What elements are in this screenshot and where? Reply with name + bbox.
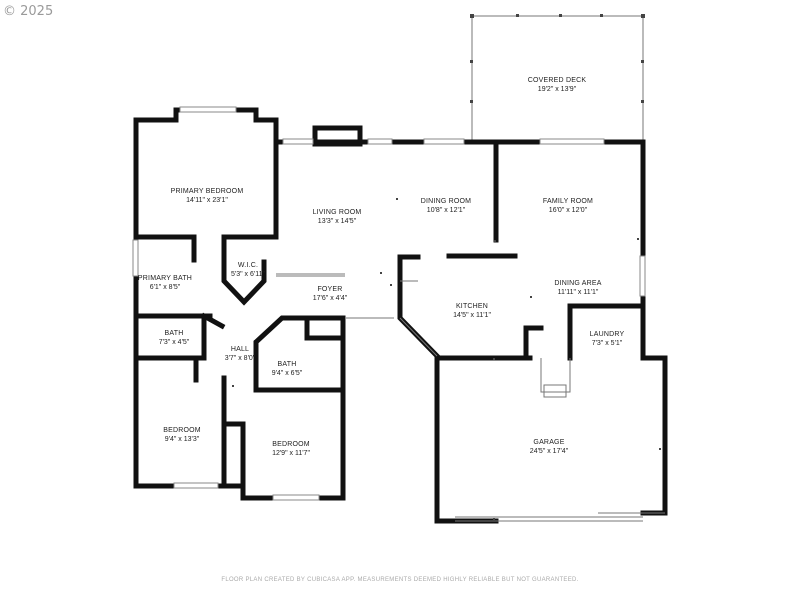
primary-bedroom-dim: 14'11" x 23'1" bbox=[186, 197, 228, 204]
laundry-name: LAUNDRY bbox=[590, 331, 625, 338]
dining-room-dim: 10'8" x 12'1" bbox=[427, 207, 466, 214]
corner-marks bbox=[232, 198, 661, 520]
footer-disclaimer: FLOOR PLAN CREATED BY CUBICASA APP. MEAS… bbox=[221, 577, 578, 583]
garage-dim: 24'5" x 17'4" bbox=[530, 448, 569, 455]
foyer-name: FOYER bbox=[317, 286, 342, 293]
dining-area-dim: 11'11" x 11'1" bbox=[558, 289, 599, 296]
garage-name: GARAGE bbox=[533, 439, 564, 446]
hall-name: HALL bbox=[231, 346, 249, 353]
kitchen-dim: 14'5" x 11'1" bbox=[453, 312, 491, 319]
family-room-name: FAMILY ROOM bbox=[543, 198, 593, 205]
covered-deck-outline bbox=[470, 14, 645, 140]
living-room-name: LIVING ROOM bbox=[313, 209, 362, 216]
bath-2-name: BATH bbox=[278, 361, 297, 368]
primary-bath-name: PRIMARY BATH bbox=[138, 275, 192, 282]
primary-bath-dim: 6'1" x 8'5" bbox=[150, 284, 181, 291]
kitchen-name: KITCHEN bbox=[456, 303, 488, 310]
bath-small-dim: 7'3" x 4'5" bbox=[159, 339, 190, 346]
hall-dim: 3'7" x 8'0" bbox=[225, 355, 256, 362]
dining-area-name: DINING AREA bbox=[554, 280, 601, 287]
room-labels: COVERED DECK 19'2" x 13'9" PRIMARY BEDRO… bbox=[138, 77, 625, 457]
family-room-dim: 16'0" x 12'0" bbox=[549, 207, 588, 214]
wic-name: W.I.C. bbox=[238, 262, 258, 269]
bedroom-2-dim: 12'9" x 11'7" bbox=[272, 450, 310, 457]
bath-small-name: BATH bbox=[165, 330, 184, 337]
covered-deck-name: COVERED DECK bbox=[528, 77, 587, 84]
dining-room-name: DINING ROOM bbox=[421, 198, 471, 205]
wic-dim: 5'3" x 6'11" bbox=[231, 271, 265, 278]
laundry-dim: 7'3" x 5'1" bbox=[592, 340, 623, 347]
foyer-dim: 17'6" x 4'4" bbox=[313, 295, 348, 302]
bedroom-2-name: BEDROOM bbox=[272, 441, 310, 448]
windows bbox=[132, 106, 646, 501]
primary-bedroom-name: PRIMARY BEDROOM bbox=[171, 188, 244, 195]
bedroom-1-name: BEDROOM bbox=[163, 427, 201, 434]
copyright-mark: © 2025 bbox=[3, 4, 53, 19]
bath-2-dim: 9'4" x 6'5" bbox=[272, 370, 303, 377]
living-room-dim: 13'3" x 14'5" bbox=[318, 218, 357, 225]
interior-walls bbox=[133, 139, 646, 489]
garage-door bbox=[455, 512, 665, 522]
bedroom-1-dim: 9'4" x 13'3" bbox=[165, 436, 200, 443]
covered-deck-dim: 19'2" x 13'9" bbox=[538, 86, 577, 93]
